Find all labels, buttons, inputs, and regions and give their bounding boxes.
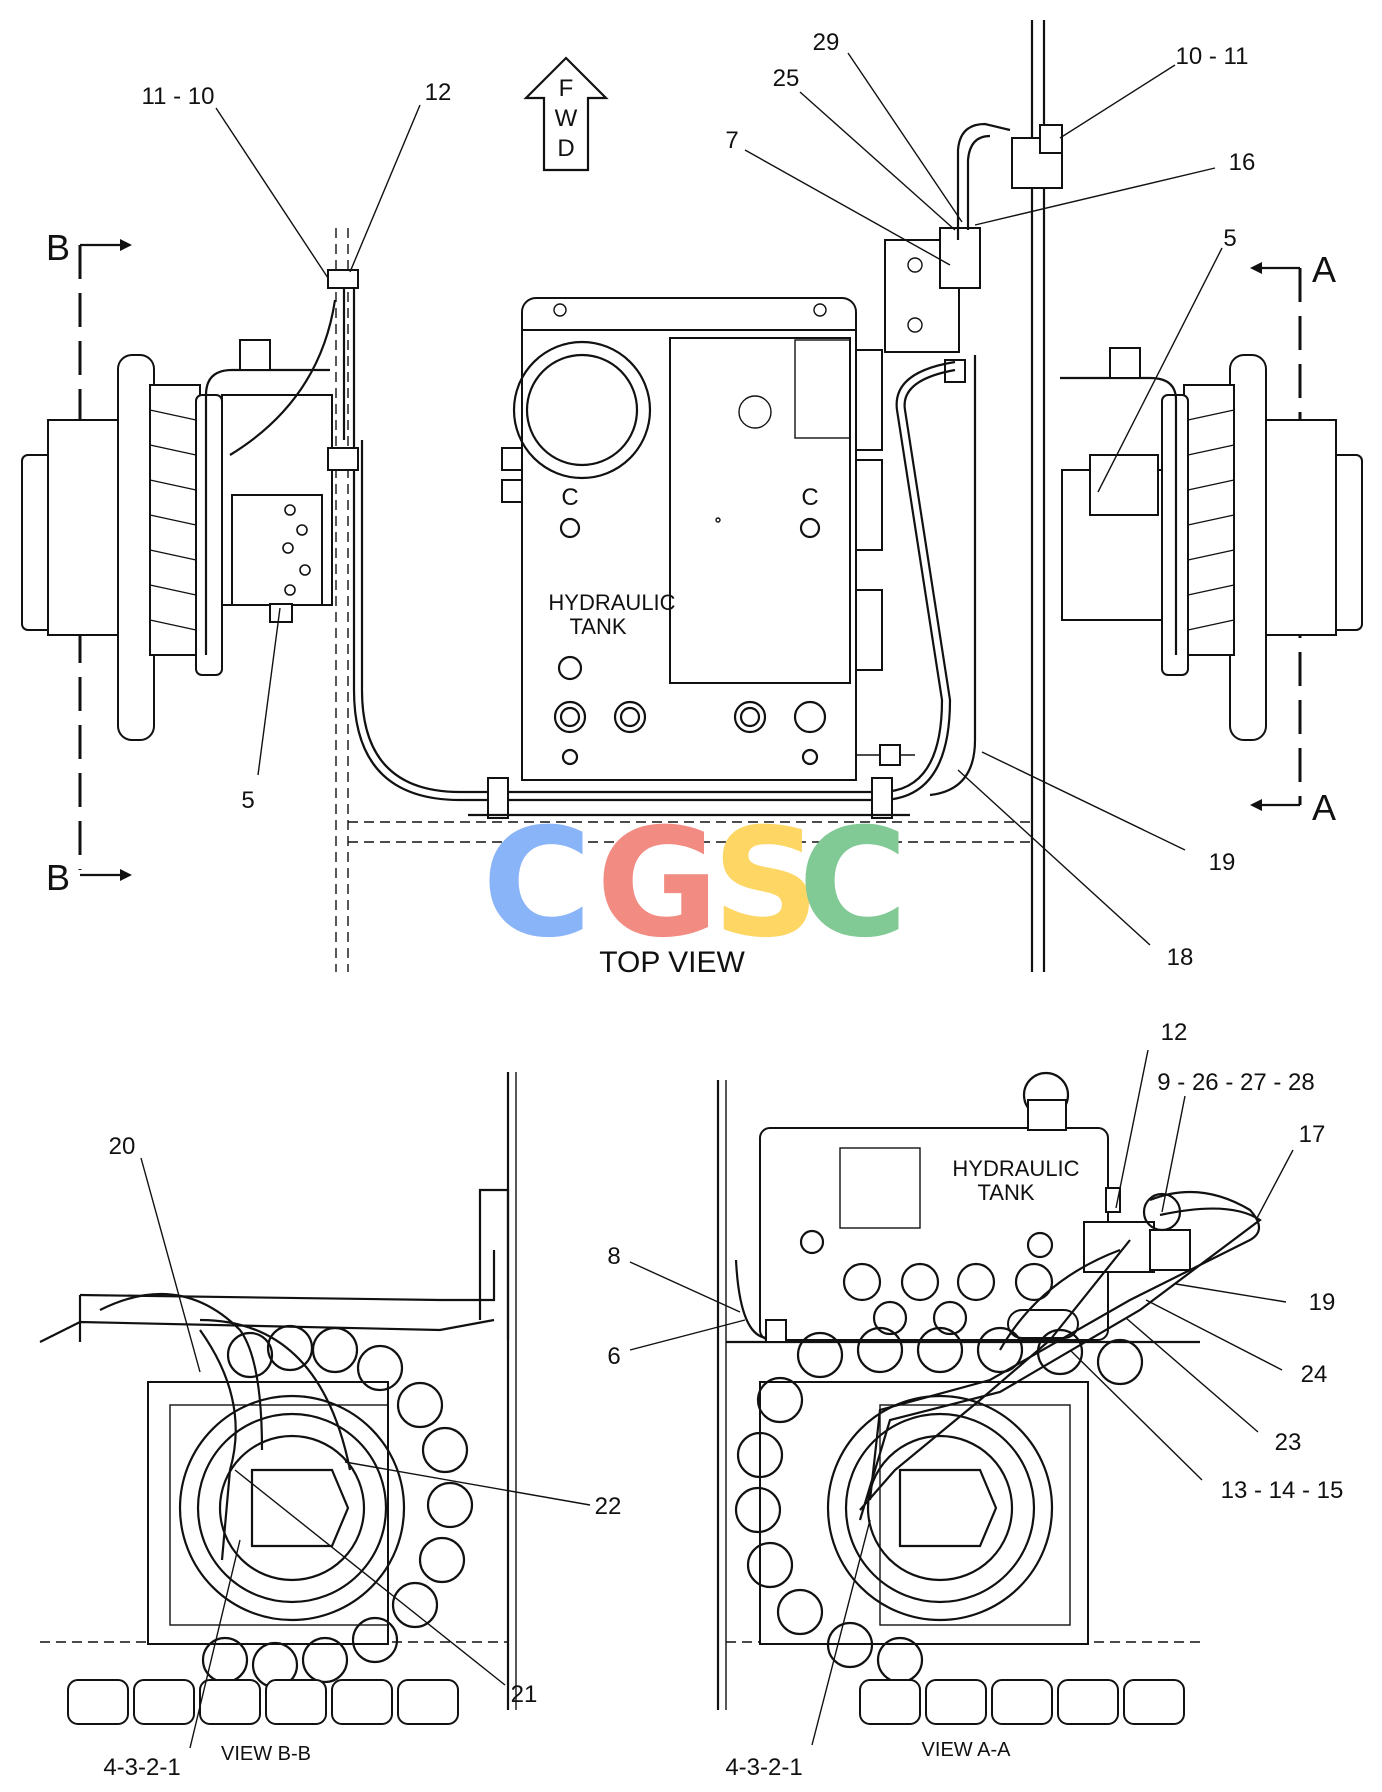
callout-18: 18: [1167, 944, 1194, 971]
view-b-b-title: VIEW B-B: [221, 1743, 311, 1765]
callout-22: 22: [595, 1493, 622, 1520]
callout-29: 29: [813, 29, 840, 56]
callout-19-top: 19: [1209, 849, 1236, 876]
hydraulic-tank-a-a: HYDRAULIC TANK: [759, 1071, 1109, 1341]
tank-label-line1: HYDRAULIC: [548, 590, 675, 615]
fwd-letter-w: W: [555, 105, 578, 132]
callout-10-11: 10 - 11: [1176, 43, 1249, 70]
callout-13-14-15: 13 - 14 - 15: [1221, 1477, 1344, 1504]
fwd-arrow-icon: F W D: [523, 56, 609, 172]
callout-24: 24: [1301, 1361, 1328, 1388]
view-a-a-callouts: 12 9 - 26 - 27 - 28 17 8 6 19 24 23 13 -…: [607, 1019, 1343, 1781]
tank-a-a-label-line2: TANK: [977, 1180, 1034, 1205]
callout-23: 23: [1275, 1429, 1302, 1456]
top-view-callouts: 11 - 10 12 29 25 7 10 - 11 16 5 5 19 18: [142, 29, 1256, 971]
view-b-b-callouts: 20 22 21 4-3-2-1: [103, 1133, 621, 1781]
svg-text:C: C: [801, 484, 818, 511]
callout-19-a-a: 19: [1309, 1289, 1336, 1316]
callout-21: 21: [511, 1681, 538, 1708]
callout-9-26-27-28: 9 - 26 - 27 - 28: [1157, 1069, 1314, 1096]
fwd-letter-d: D: [557, 135, 574, 162]
watermark-letter-c1: C: [482, 797, 592, 971]
callout-17: 17: [1299, 1121, 1326, 1148]
view-b-b: 20 22 21 4-3-2-1 VIEW B-B: [39, 1072, 621, 1781]
tank-label-line2: TANK: [569, 614, 626, 639]
svg-text:C: C: [561, 484, 578, 511]
section-a-top-label: A: [1312, 249, 1336, 290]
view-a-a-title: VIEW A-A: [922, 1739, 1012, 1761]
callout-12-a-a: 12: [1161, 1019, 1188, 1046]
callout-12-top: 12: [425, 79, 452, 106]
section-b-bottom-label: B: [46, 857, 70, 898]
callout-4-3-2-1-a: 4-3-2-1: [725, 1754, 802, 1781]
watermark-letter-c2: C: [798, 797, 908, 971]
callout-16: 16: [1229, 149, 1256, 176]
track-rollers-a: [734, 1326, 1144, 1684]
callout-11-10: 11 - 10: [142, 83, 215, 110]
valve-bank-a-a: [1083, 1187, 1191, 1273]
track-shoes-a: [859, 1679, 1185, 1725]
callout-4-3-2-1-b: 4-3-2-1: [103, 1754, 180, 1781]
valve-block: [884, 227, 981, 383]
cgsc-watermark: C G S C: [482, 797, 908, 971]
callout-25: 25: [773, 65, 800, 92]
callout-6: 6: [607, 1343, 620, 1370]
tank-a-a-label-line1: HYDRAULIC: [952, 1156, 1079, 1181]
callout-20: 20: [109, 1133, 136, 1160]
callout-5-left: 5: [241, 787, 254, 814]
fwd-letter-f: F: [559, 75, 574, 102]
callout-8: 8: [607, 1243, 620, 1270]
section-a-bottom-label: A: [1312, 787, 1336, 828]
left-final-drive: [21, 339, 333, 741]
hydraulic-tank-top: C C HYDRAULIC TANK: [501, 297, 883, 781]
view-a-a: HYDRAULIC TANK: [607, 1019, 1343, 1781]
watermark-letter-g: G: [596, 797, 719, 971]
top-view-title: TOP VIEW: [599, 946, 745, 979]
hose-lines: [229, 122, 1063, 819]
callout-5-right: 5: [1223, 225, 1236, 252]
top-view: F W D B B A A: [21, 20, 1363, 979]
callout-7: 7: [725, 127, 738, 154]
track-shoes-b: [67, 1679, 459, 1725]
watermark-letter-s: S: [712, 797, 820, 971]
section-b-top-label: B: [46, 227, 70, 268]
right-final-drive: [1060, 347, 1363, 741]
